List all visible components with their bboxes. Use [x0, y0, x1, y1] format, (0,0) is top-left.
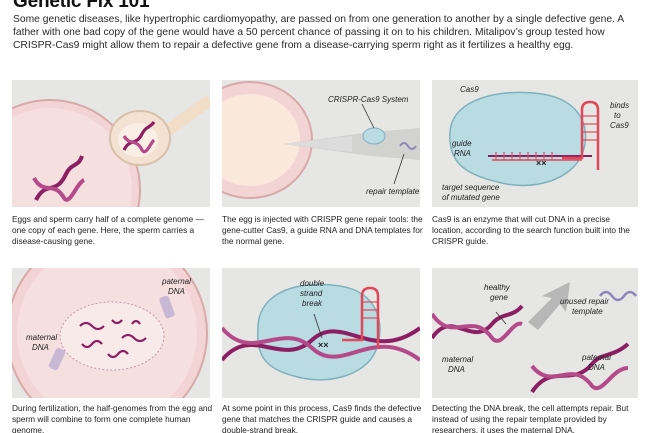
intro-paragraph: Some genetic diseases, like hypertrophic…: [13, 14, 624, 51]
label-paternal-dna: DNA: [588, 363, 605, 372]
label-strand: strand: [300, 289, 323, 298]
sperm-dna-icon: [122, 121, 156, 154]
label-crispr-system: CRISPR-Cas9 System: [328, 95, 409, 104]
label-paternal-dna: DNA: [168, 287, 185, 296]
label-double: double: [300, 279, 325, 288]
label-target-sequence: target sequence: [442, 183, 500, 192]
label-break: break: [302, 299, 323, 308]
label-cas9: Cas9: [460, 85, 479, 94]
svg-text:××: ××: [536, 158, 547, 168]
dna-helix-icon: [222, 326, 420, 362]
panel-egg-sperm: [12, 80, 210, 207]
panel-break: ×× double strand break: [222, 268, 420, 398]
label-binds-to: to: [614, 111, 621, 120]
panel-injection: CRISPR-Cas9 System repair template: [222, 80, 420, 207]
caption-cas9: Cas9 is an enzyme that will cut DNA in a…: [432, 214, 630, 246]
fertilization-illustration: paternal DNA maternal DNA: [12, 268, 208, 398]
caption-egg-sperm: Eggs and sperm carry half of a complete …: [12, 214, 204, 246]
page-title: Genetic Fix 101: [13, 0, 150, 12]
label-repair-template: repair template: [366, 187, 420, 196]
label-unused-template: template: [572, 307, 603, 316]
label-maternal: maternal: [442, 355, 473, 364]
injection-illustration: CRISPR-Cas9 System repair template: [222, 81, 420, 199]
break-illustration: ×× double strand break: [222, 279, 420, 381]
label-paternal: paternal: [581, 353, 611, 362]
repair-illustration: unused repair template healthy gene mate…: [432, 282, 637, 394]
caption-repair: Detecting the DNA break, the cell attemp…: [432, 403, 629, 433]
label-rna: RNA: [454, 149, 471, 158]
panel-repair: unused repair template healthy gene mate…: [432, 268, 638, 398]
label-guide: guide: [452, 139, 472, 148]
label-maternal-dna: DNA: [448, 365, 465, 374]
maternal-dna-icon: [432, 304, 524, 343]
egg-sperm-illustration: [12, 95, 210, 207]
svg-text:××: ××: [318, 340, 329, 350]
paternal-dna-icon: [530, 342, 630, 394]
cas9-illustration: ×× Cas9 binds to Cas9 guide RNA target s…: [442, 85, 629, 202]
label-healthy: healthy: [484, 283, 511, 292]
panel-cas9: ×× Cas9 binds to Cas9 guide RNA target s…: [432, 80, 638, 207]
panel-fertilization: paternal DNA maternal DNA: [12, 268, 210, 398]
label-binds: binds: [610, 101, 629, 110]
caption-break: At some point in this process, Cas9 find…: [222, 403, 422, 433]
egg-dna-icon: [32, 155, 86, 202]
label-healthy-gene: gene: [490, 293, 508, 302]
caption-injection: The egg is injected with CRISPR gene rep…: [222, 214, 423, 246]
label-unused-repair: unused repair: [560, 297, 609, 306]
label-binds-cas9: Cas9: [610, 121, 629, 130]
caption-fertilization: During fertilization, the half-genomes f…: [12, 403, 213, 433]
label-maternal: maternal: [26, 333, 57, 342]
label-maternal-dna: DNA: [32, 343, 49, 352]
label-mutated-gene: of mutated gene: [442, 193, 500, 202]
label-paternal: paternal: [161, 277, 191, 286]
